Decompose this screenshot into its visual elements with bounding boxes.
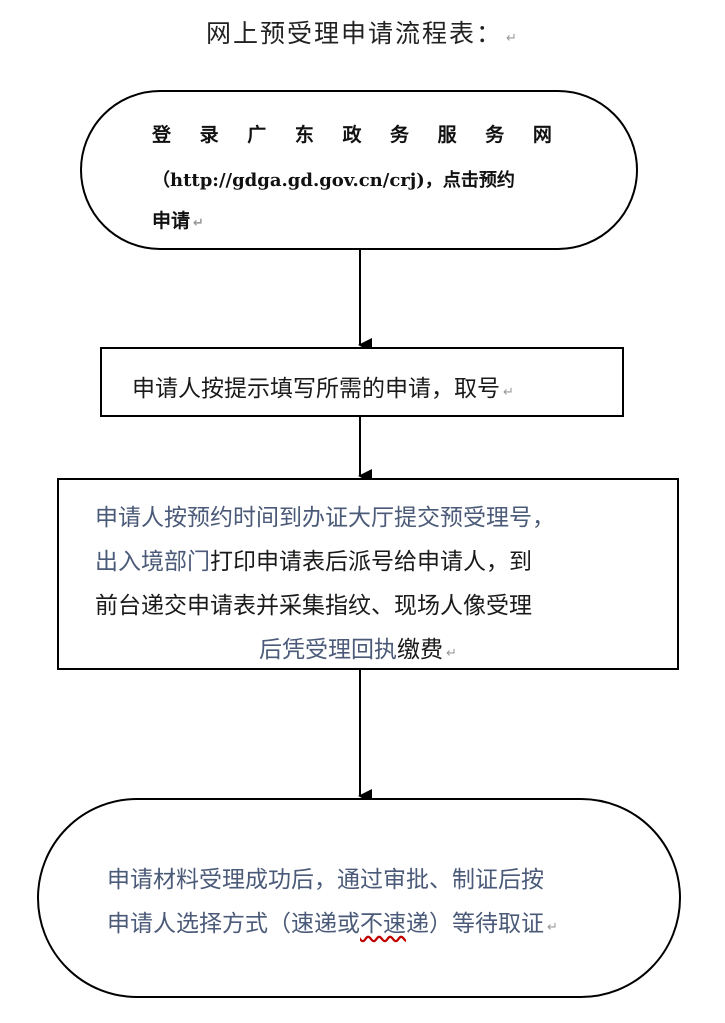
step-3-line-4: 后凭受理回执缴费↵ [259,637,457,663]
step-1-line-3: 申请↵ [152,210,204,232]
step-3-line-2: 出入境部门打印申请表后派号给申请人，到 [95,549,532,575]
step-1-line-1: 登 录 广 东 政 务 服 务 网 [152,120,552,147]
char: 东 [294,124,314,146]
spellcheck-underline: 不速 [360,911,406,937]
paragraph-mark-icon: ↵ [193,216,204,231]
char: 广 [247,124,267,146]
paragraph-mark-icon: ↵ [547,920,558,935]
step-4-collect-node: 申请材料受理成功后，通过审批、制证后按 申请人选择方式（速递或不速递）等待取证↵ [37,798,681,998]
step-1-login-node: 登 录 广 东 政 务 服 务 网 （http://gdga.gd.gov.cn… [80,90,638,250]
paragraph-mark-icon: ↵ [446,646,457,661]
step-4-line-1: 申请材料受理成功后，通过审批、制证后按 [107,867,544,893]
paragraph-mark-icon: ↵ [506,31,519,46]
page-title: 网上预受理申请流程表：↵ [206,19,519,48]
paragraph-mark-icon: ↵ [503,385,514,400]
step-3-submit-node: 申请人按预约时间到办证大厅提交预受理号， 出入境部门打印申请表后派号给申请人，到… [57,478,679,670]
step-2-fill-form-node: 申请人按提示填写所需的申请，取号↵ [100,347,624,417]
step-4-line-2: 申请人选择方式（速递或不速递）等待取证↵ [107,911,558,937]
step-2-text: 申请人按提示填写所需的申请，取号↵ [132,376,514,402]
step-1-line-2: （http://gdga.gd.gov.cn/crj)，点击预约 [152,170,515,191]
char: 服 [437,124,457,146]
char: 务 [485,124,505,146]
step-3-line-1: 申请人按预约时间到办证大厅提交预受理号， [95,505,555,531]
step-3-line-3: 前台递交申请表并采集指纹、现场人像受理 [95,593,532,619]
char: 务 [390,124,410,146]
char: 录 [199,124,219,146]
char: 政 [342,124,362,146]
char: 网 [532,124,552,146]
char: 登 [152,124,172,146]
